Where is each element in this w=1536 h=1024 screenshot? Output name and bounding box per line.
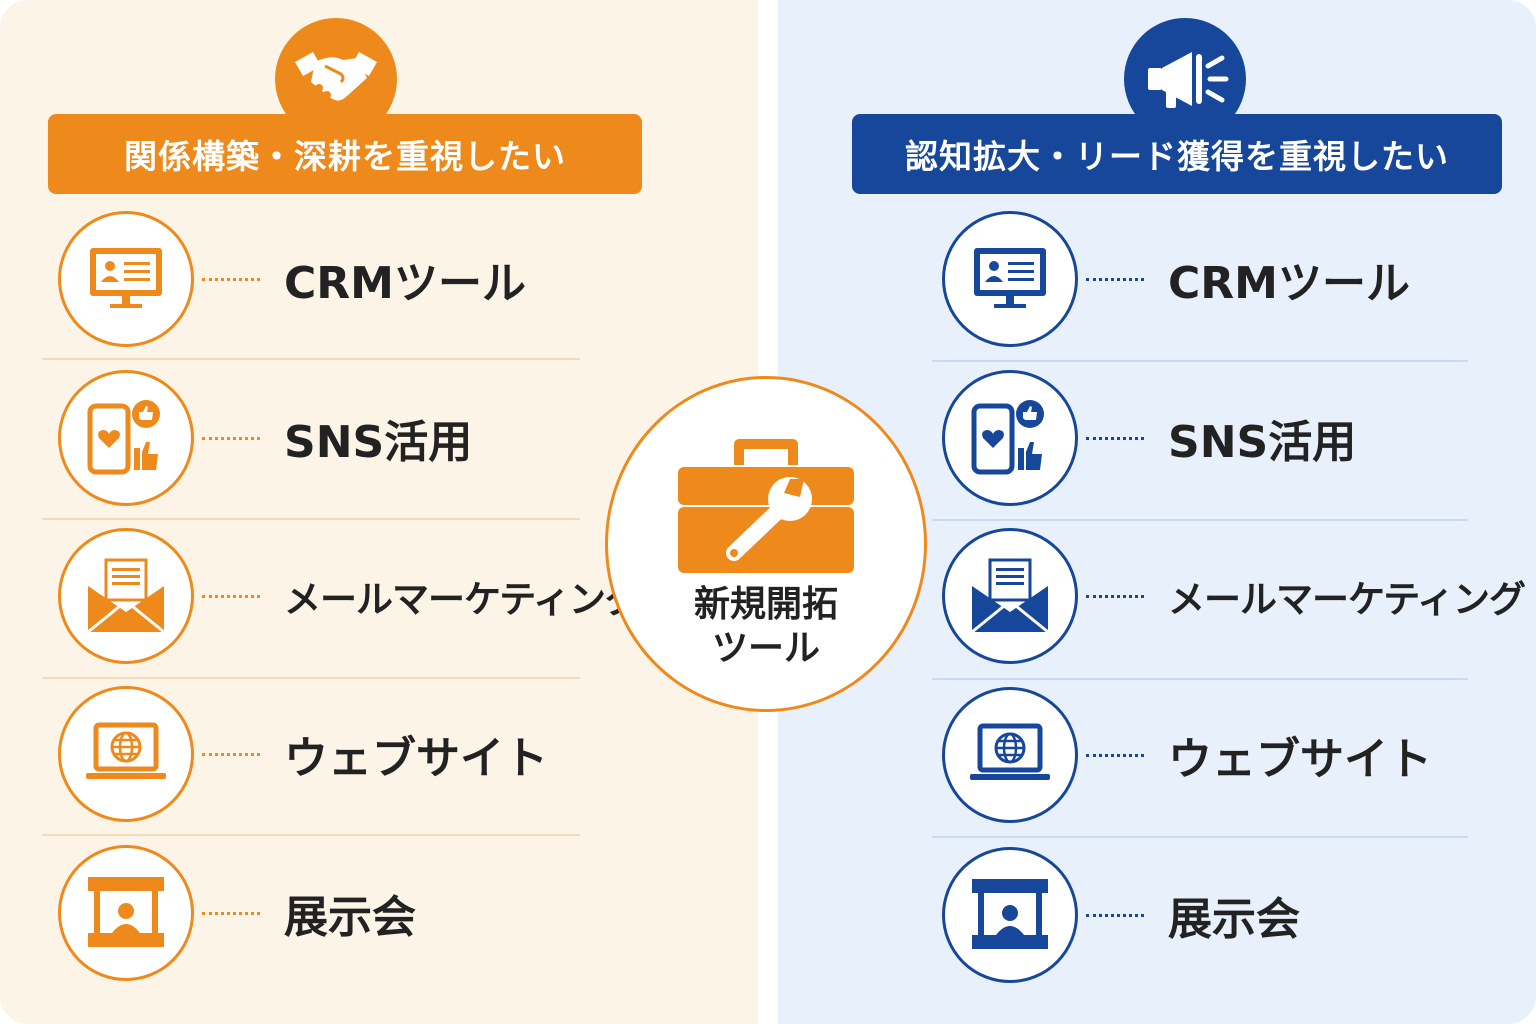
right-item-crm: CRMツール: [942, 204, 1410, 354]
exhibition-booth-icon: [58, 845, 194, 981]
dotted-connector: [202, 911, 260, 915]
divider: [932, 519, 1468, 521]
divider: [932, 836, 1468, 838]
dotted-connector: [202, 436, 260, 440]
divider: [42, 834, 580, 836]
item-label: メールマーケティング: [284, 578, 642, 621]
website-laptop-icon: [942, 687, 1078, 823]
dotted-connector: [1086, 913, 1144, 917]
center-title-line2: ツール: [711, 628, 820, 669]
dotted-connector: [202, 594, 260, 598]
right-item-exhibition: 展示会: [942, 840, 1300, 990]
left-header: 関係構築・深耕を重視したい: [48, 114, 642, 194]
divider: [42, 677, 580, 679]
right-item-website: ウェブサイト: [942, 680, 1432, 830]
crm-monitor-icon: [942, 211, 1078, 347]
dotted-connector: [1086, 594, 1144, 598]
dotted-connector: [1086, 436, 1144, 440]
dotted-connector: [1086, 753, 1144, 757]
item-label: ウェブサイト: [284, 733, 548, 784]
left-item-mail: メールマーケティング: [58, 521, 642, 671]
left-item-website: ウェブサイト: [58, 679, 548, 829]
dotted-connector: [202, 277, 260, 281]
item-label: 展示会: [284, 892, 416, 943]
divider: [42, 518, 580, 520]
exhibition-booth-icon: [942, 847, 1078, 983]
website-laptop-icon: [58, 686, 194, 822]
crm-monitor-icon: [58, 211, 194, 347]
item-label: 展示会: [1168, 894, 1300, 945]
item-label: メールマーケティング: [1168, 578, 1526, 621]
sns-phone-icon: [58, 370, 194, 506]
dotted-connector: [1086, 277, 1144, 281]
item-label: SNS活用: [1168, 417, 1357, 468]
item-label: SNS活用: [284, 417, 473, 468]
left-item-exhibition: 展示会: [58, 838, 416, 988]
item-label: CRMツール: [1168, 258, 1410, 309]
divider: [932, 678, 1468, 680]
center-hub: 新規開拓 ツール: [605, 376, 927, 712]
divider: [932, 360, 1468, 362]
mail-envelope-icon: [58, 528, 194, 664]
right-item-mail: メールマーケティング: [942, 521, 1526, 671]
item-label: ウェブサイト: [1168, 734, 1432, 785]
dotted-connector: [202, 752, 260, 756]
center-title: 新規開拓 ツール: [694, 583, 838, 671]
left-item-sns: SNS活用: [58, 363, 472, 513]
left-item-crm: CRMツール: [58, 204, 526, 354]
center-title-line1: 新規開拓: [693, 584, 838, 625]
sns-phone-icon: [942, 370, 1078, 506]
right-item-sns: SNS活用: [942, 363, 1356, 513]
divider: [42, 358, 580, 360]
toolbox-wrench-icon: [678, 439, 854, 573]
right-header: 認知拡大・リード獲得を重視したい: [852, 114, 1502, 194]
item-label: CRMツール: [284, 258, 526, 309]
mail-envelope-icon: [942, 528, 1078, 664]
